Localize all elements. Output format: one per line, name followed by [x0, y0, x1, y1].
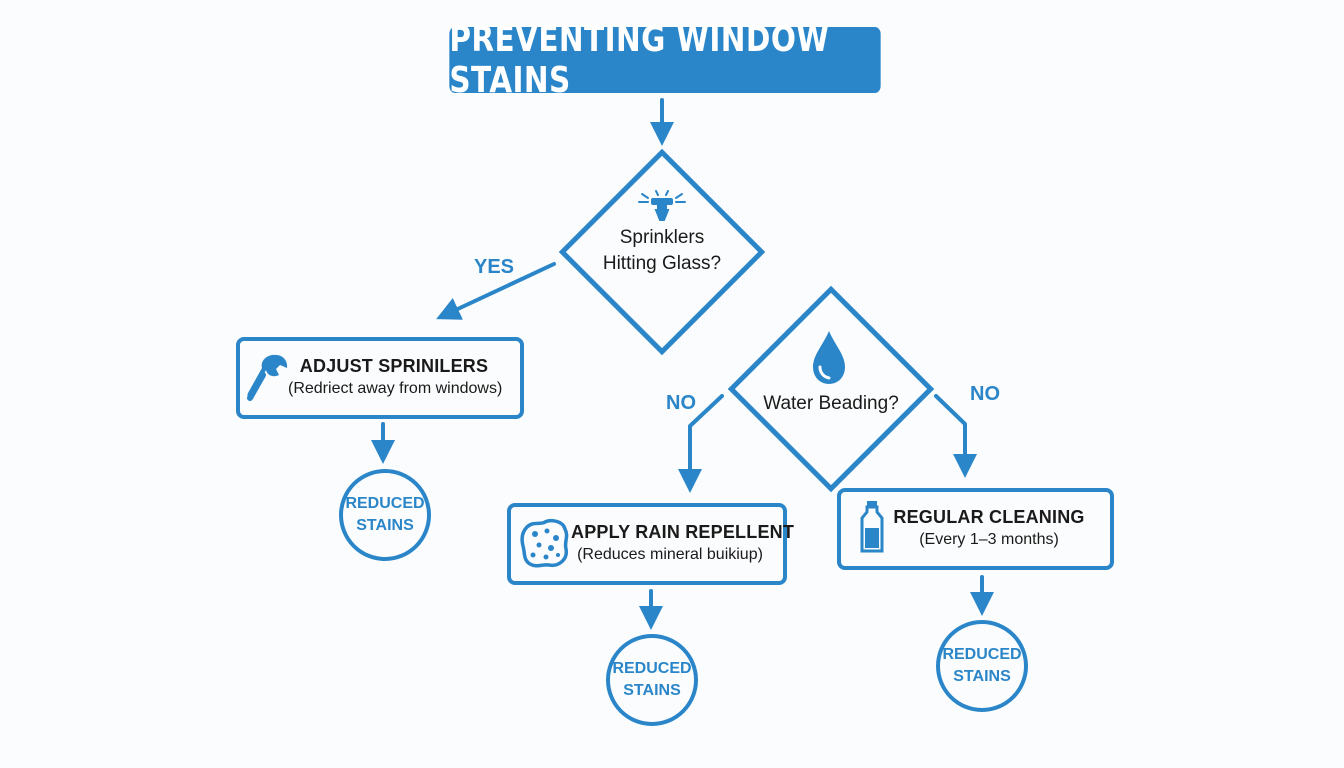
page-title: PREVENTING WINDOW STAINS — [449, 19, 881, 101]
outcome-2-line1: REDUCED — [612, 660, 692, 677]
action-repellent-subtitle: (Reduces mineral buikiup) — [577, 546, 763, 563]
outcome-reduced-stains-3: REDUCED STAINS — [936, 620, 1028, 712]
action-repellent-text: APPLY RAIN REPELLENT (Reduces mineral bu… — [571, 522, 795, 564]
decision-beading-text: Water Beading? — [763, 393, 899, 414]
action-adjust-title: ADJUST SPRINILERS — [299, 356, 489, 376]
water-drop-icon — [813, 331, 845, 384]
action-repellent-box — [507, 503, 787, 585]
label-no-left: NO — [666, 392, 696, 414]
action-cleaning-title: REGULAR CLEANING — [893, 507, 1085, 527]
action-repellent-title: APPLY RAIN REPELLENT — [571, 522, 795, 542]
label-yes: YES — [474, 256, 515, 278]
decision-sprinklers-line2: Hitting Glass? — [602, 253, 722, 274]
decision-sprinklers-text: Sprinklers Hitting Glass? — [586, 225, 738, 277]
action-cleaning-subtitle: (Every 1–3 months) — [919, 531, 1059, 548]
arrow-yes-to-adjust — [436, 262, 556, 320]
sprinkler-icon — [638, 190, 686, 221]
arrow-no-to-cleaning — [934, 394, 977, 478]
arrow-no-to-repellent — [678, 394, 724, 493]
outcome-reduced-stains-1: REDUCED STAINS — [339, 469, 431, 561]
outcome-3-line1: REDUCED — [942, 646, 1022, 663]
sponge-icon — [520, 518, 569, 568]
wrench-icon — [247, 354, 288, 401]
outcome-2-line2: STAINS — [623, 682, 681, 699]
outcome-1-line1: REDUCED — [345, 495, 425, 512]
action-cleaning-text: REGULAR CLEANING (Every 1–3 months) — [886, 507, 1092, 549]
outcome-1-line2: STAINS — [356, 517, 414, 534]
label-no-right: NO — [970, 383, 1000, 405]
action-adjust-subtitle: (Redriect away from windows) — [288, 380, 503, 397]
action-adjust-box — [236, 337, 524, 419]
outcome-reduced-stains-2: REDUCED STAINS — [606, 634, 698, 726]
action-adjust-text: ADJUST SPRINILERS (Redriect away from wi… — [288, 356, 503, 398]
decision-sprinklers-line1: Sprinklers — [619, 227, 705, 248]
bottle-icon — [860, 501, 884, 553]
outcome-3-line2: STAINS — [953, 668, 1011, 685]
